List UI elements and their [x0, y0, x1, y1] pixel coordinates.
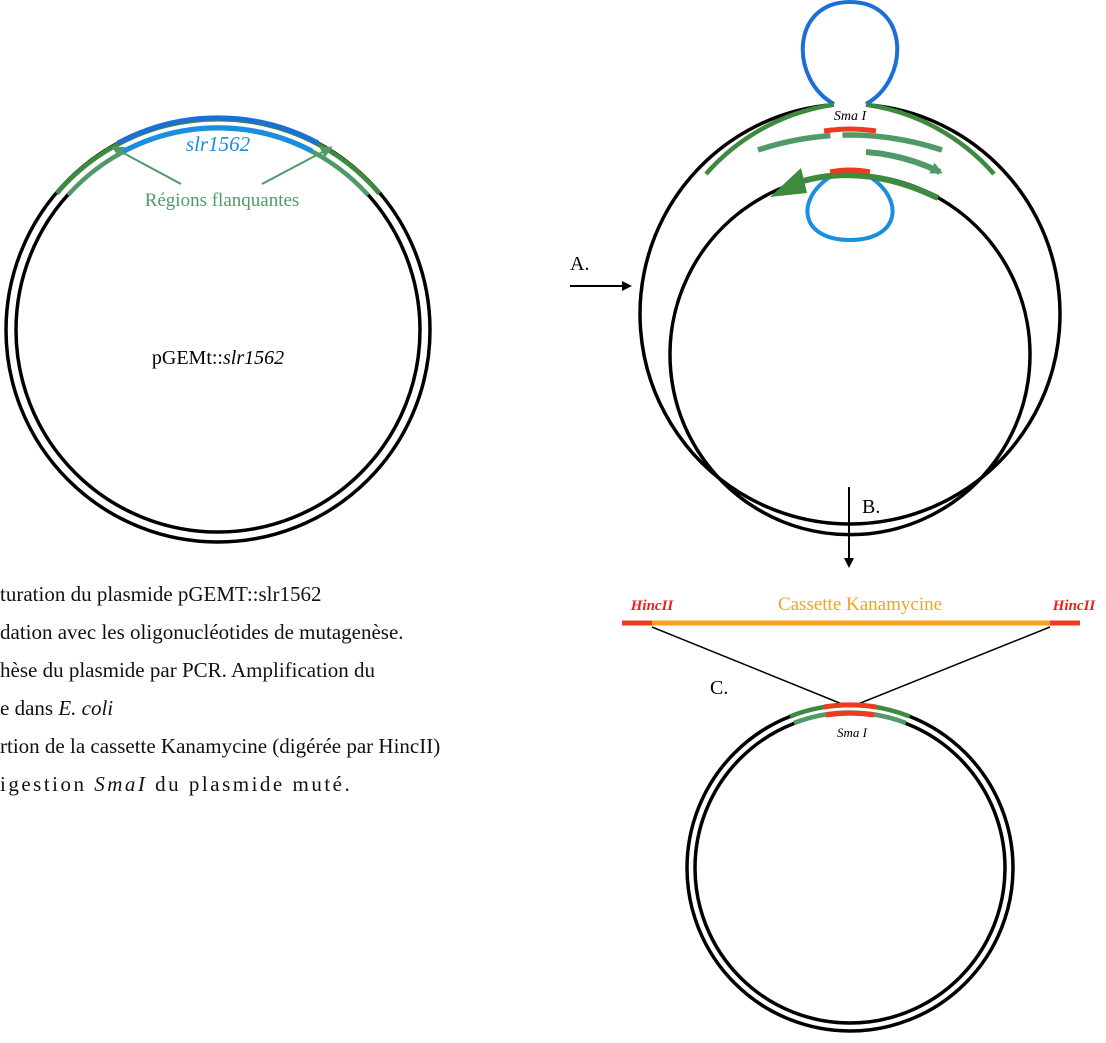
cassette-label: Cassette Kanamycine: [778, 594, 942, 615]
plasmid-2-primer-reverse-head: [770, 168, 807, 197]
plasmid-1-name-prefix: pGEMt::: [152, 347, 223, 369]
plasmid-1-name-italic: slr1562: [223, 347, 284, 369]
plasmid-2: Sma I: [638, 0, 1062, 537]
insertion-line-left: [651, 626, 843, 705]
caption-line-6-suffix: du plasmide muté.: [147, 772, 353, 796]
plasmid-3-site-outer: [823, 702, 877, 710]
plasmid-3: Sma I: [685, 702, 1015, 1033]
plasmid-1-outer-gene: [116, 115, 320, 146]
plasmid-2-site-bottom: [829, 167, 871, 175]
step-a: A.: [570, 253, 632, 291]
gene-label: slr1562: [186, 132, 251, 156]
step-a-label: A.: [570, 253, 589, 275]
plasmid-2-site-label: Sma I: [834, 109, 868, 124]
flank-arrow-right: [261, 146, 333, 185]
plasmid-2-primer-top: [757, 132, 943, 153]
caption-line-2: dation avec les oligonucléotides de muta…: [0, 620, 404, 644]
caption-line-4-italic: E. coli: [58, 696, 114, 720]
plasmid-2-outer-flank-right: [865, 102, 996, 176]
plasmid-2-inner-loop: [805, 175, 895, 243]
flank-label: Régions flanquantes: [145, 190, 300, 211]
plasmid-3-inner-strand: [693, 711, 1007, 1025]
cassette-site-right: HincII: [1052, 598, 1097, 614]
caption-line-6-italic: SmaI: [94, 772, 148, 796]
plasmid-3-site-inner: [825, 710, 875, 718]
caption: turation du plasmide pGEMT::slr1562 dati…: [0, 575, 720, 803]
plasmid-2-primer-reverse: [788, 172, 940, 201]
plasmid-3-outer-strand: [685, 703, 1015, 1033]
plasmid-1-name: pGEMt::slr1562: [152, 347, 284, 369]
plasmid-2-site-top: [823, 126, 877, 134]
caption-line-3: hèse du plasmide par PCR. Amplification …: [0, 658, 376, 682]
caption-line-4: e dans E. coli: [0, 689, 720, 727]
plasmid-2-outer-loop: [800, 0, 900, 106]
plasmid-2-primer-forward: [865, 149, 943, 175]
cassette-site-left: HincII: [630, 598, 675, 614]
caption-line-6: igestion SmaI du plasmide muté.: [0, 765, 720, 803]
step-b-label: B.: [862, 496, 880, 518]
plasmid-2-outer-flank-left: [704, 102, 835, 176]
plasmid-3-site-label: Sma I: [837, 725, 868, 740]
caption-line-5: rtion de la cassette Kanamycine (digérée…: [0, 734, 441, 758]
kanamycin-cassette: Cassette Kanamycine HincII HincII: [622, 594, 1097, 705]
caption-line-6-prefix: igestion: [0, 772, 95, 796]
caption-line-4-prefix: e dans: [0, 696, 59, 720]
step-c-label: C.: [710, 677, 728, 699]
step-b: B.: [844, 487, 880, 568]
plasmid-1-inner-gene: [122, 125, 314, 154]
flank-arrow-left: [111, 146, 182, 185]
plasmid-1: slr1562 Régions flanquantes pGEMt::slr15…: [4, 115, 432, 544]
insertion-line-right: [857, 626, 1051, 705]
caption-line-1: turation du plasmide pGEMT::slr1562: [0, 582, 322, 606]
